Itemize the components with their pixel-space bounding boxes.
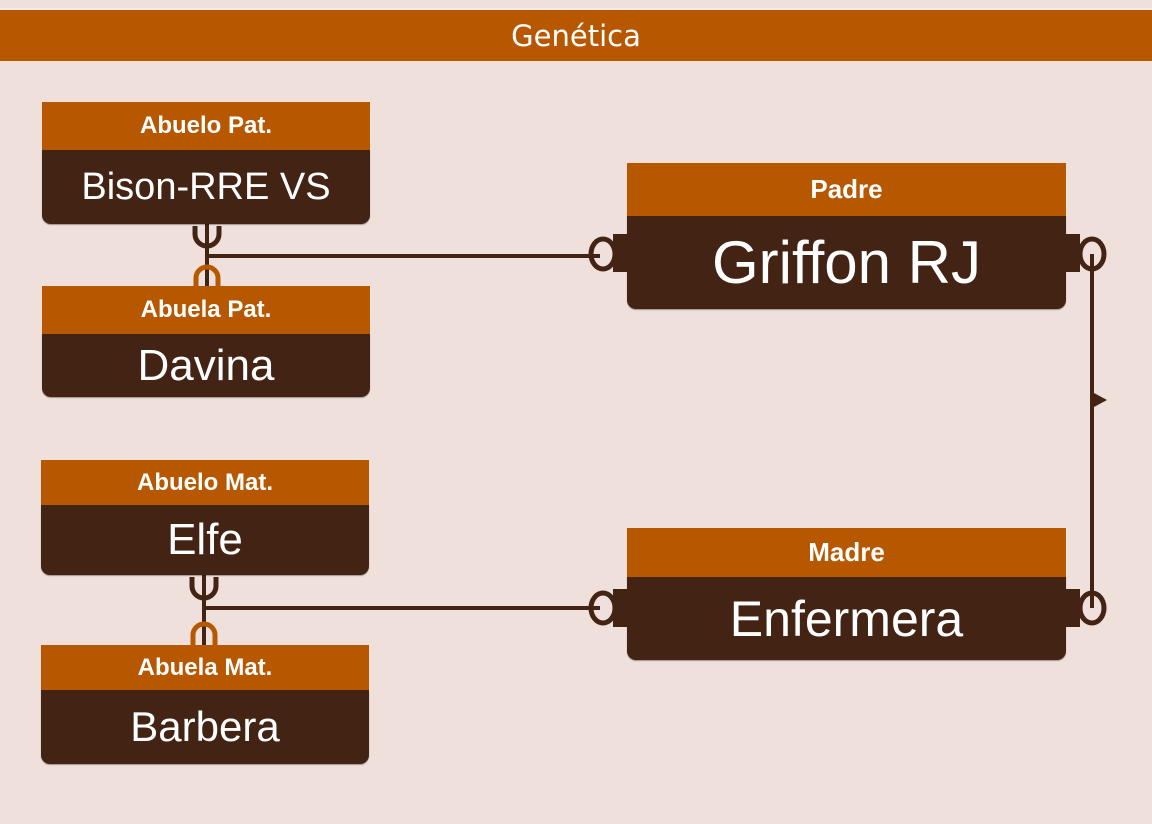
- abuela-pat-role: Abuela Pat.: [140, 296, 272, 323]
- padre-role: Padre: [810, 174, 883, 204]
- padre-right-stub: [1066, 234, 1080, 272]
- node-madre-body: Enfermera: [627, 577, 1066, 660]
- page-title: Genética: [511, 18, 641, 53]
- abuela-mat-connector: [190, 621, 218, 645]
- abuelo-pat-connector: [192, 226, 222, 249]
- abuelo-pat-role: Abuelo Pat.: [139, 112, 272, 139]
- node-abuelo-mat[interactable]: Abuelo Mat. Elfe: [41, 460, 369, 575]
- node-abuela-pat[interactable]: Abuela Pat. Davina: [42, 286, 370, 397]
- madre-right-stub: [1066, 589, 1080, 627]
- node-abuela-mat[interactable]: Abuela Mat. Barbera: [41, 645, 369, 764]
- title-bar: Genética: [0, 8, 1152, 61]
- abuela-pat-connector: [193, 264, 221, 286]
- node-abuela-mat-body: Barbera: [41, 690, 369, 764]
- madre-name: Enfermera: [729, 590, 964, 647]
- node-madre-header: Madre: [627, 528, 1066, 577]
- padre-name: Griffon RJ: [712, 229, 981, 296]
- abuela-mat-name: Barbera: [130, 703, 280, 750]
- abuela-pat-name: Davina: [137, 340, 275, 390]
- node-abuelo-mat-header: Abuelo Mat.: [41, 460, 369, 505]
- abuelo-mat-name: Elfe: [167, 515, 243, 564]
- padre-left-stub: [613, 234, 628, 272]
- abuelo-mat-role: Abuelo Mat.: [137, 468, 273, 496]
- node-abuela-pat-header: Abuela Pat.: [42, 286, 370, 334]
- node-padre-header: Padre: [627, 163, 1066, 216]
- node-madre[interactable]: Madre Enfermera: [627, 528, 1066, 660]
- madre-right-ring: [1077, 590, 1107, 626]
- madre-left-stub: [613, 589, 628, 627]
- arrow-marker: [1094, 393, 1107, 407]
- node-abuelo-pat-header: Abuelo Pat.: [42, 102, 370, 150]
- node-abuela-mat-header: Abuela Mat.: [41, 645, 369, 690]
- node-abuelo-pat[interactable]: Abuelo Pat. Bison-RRE VS: [42, 102, 370, 224]
- node-padre-body: Griffon RJ: [627, 216, 1066, 309]
- abuelo-mat-connector: [189, 577, 219, 601]
- abuelo-pat-name: Bison-RRE VS: [81, 165, 331, 208]
- node-abuelo-pat-body: Bison-RRE VS: [42, 150, 370, 224]
- madre-role: Madre: [808, 537, 885, 567]
- node-abuela-pat-body: Davina: [42, 334, 370, 397]
- padre-right-ring: [1077, 236, 1107, 272]
- node-padre[interactable]: Padre Griffon RJ: [627, 163, 1066, 309]
- abuela-mat-role: Abuela Mat.: [137, 653, 273, 681]
- node-abuelo-mat-body: Elfe: [41, 505, 369, 575]
